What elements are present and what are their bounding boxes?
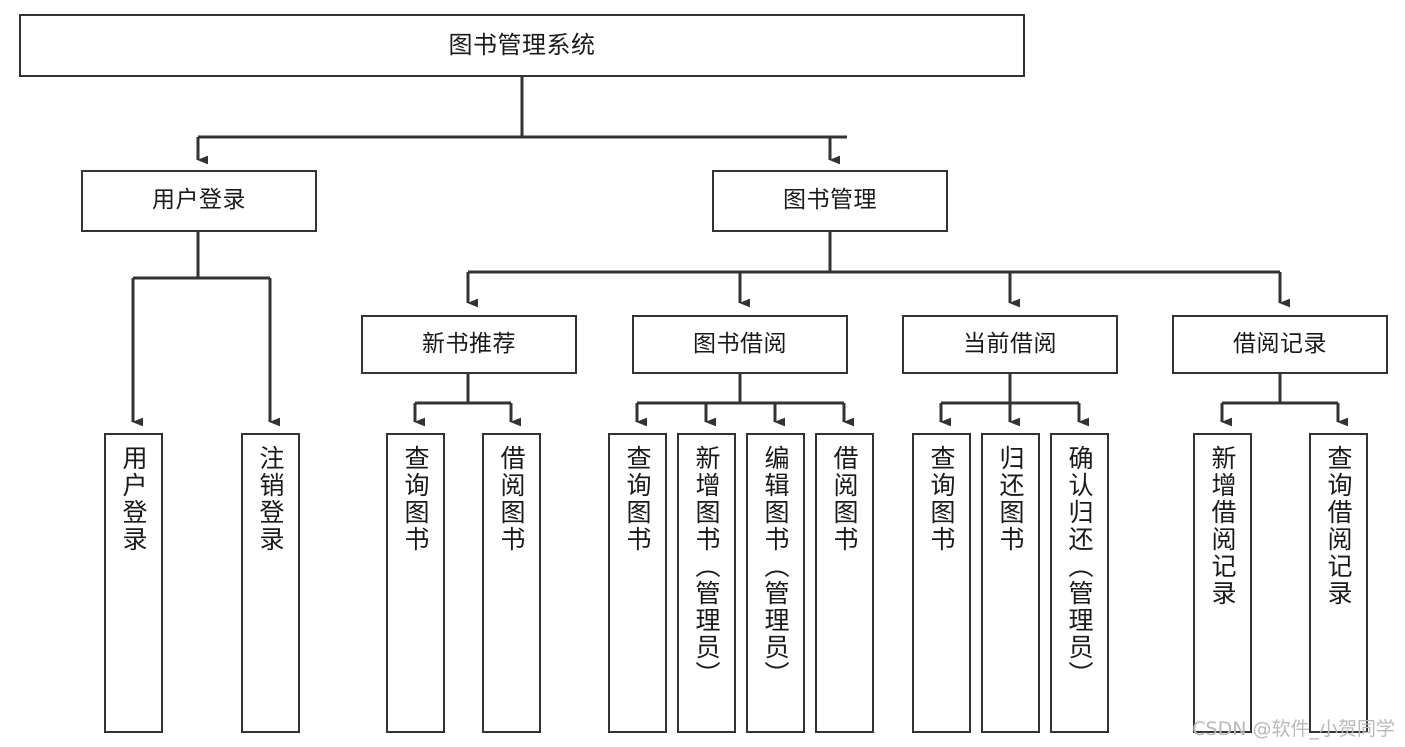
node-label: 借阅图书: [830, 445, 859, 553]
node-label: 用户登录: [152, 187, 246, 214]
node-leaf-return-book[interactable]: 归还图书: [981, 433, 1040, 733]
node-label: 确认归还（管理员）: [1065, 445, 1094, 688]
node-user-login[interactable]: 用户登录: [81, 170, 317, 232]
node-leaf-query-book-recommend[interactable]: 查询图书: [386, 433, 445, 733]
watermark-text: CSDN @软件_小贺同学: [1192, 718, 1395, 740]
node-leaf-query-book-current[interactable]: 查询图书: [912, 433, 971, 733]
node-leaf-confirm-return-admin[interactable]: 确认归还（管理员）: [1050, 433, 1109, 733]
node-leaf-add-borrow-record[interactable]: 新增借阅记录: [1193, 433, 1252, 733]
node-label: 图书借阅: [693, 330, 787, 357]
node-leaf-user-logout[interactable]: 注销登录: [241, 433, 300, 733]
node-leaf-query-borrow-record[interactable]: 查询借阅记录: [1309, 433, 1368, 733]
node-leaf-user-login[interactable]: 用户登录: [104, 433, 163, 733]
node-label: 借阅记录: [1233, 330, 1327, 357]
node-label: 查询图书: [401, 445, 430, 553]
node-book-manage[interactable]: 图书管理: [712, 170, 948, 232]
node-label: 归还图书: [996, 445, 1025, 553]
node-label: 当前借阅: [963, 330, 1057, 357]
node-label: 新增图书（管理员）: [692, 445, 721, 688]
node-book-borrow[interactable]: 图书借阅: [632, 315, 848, 374]
node-label: 借阅图书: [497, 445, 526, 553]
node-label: 查询图书: [927, 445, 956, 553]
node-leaf-add-book-admin[interactable]: 新增图书（管理员）: [677, 433, 736, 733]
node-leaf-edit-book-admin[interactable]: 编辑图书（管理员）: [746, 433, 805, 733]
node-current-borrow[interactable]: 当前借阅: [902, 315, 1118, 374]
node-label: 图书管理系统: [448, 31, 596, 60]
node-label: 新书推荐: [422, 330, 516, 357]
node-leaf-query-book-borrow[interactable]: 查询图书: [608, 433, 667, 733]
node-borrow-record[interactable]: 借阅记录: [1172, 315, 1388, 374]
node-label: 查询图书: [623, 445, 652, 553]
node-leaf-borrow-book-recommend[interactable]: 借阅图书: [482, 433, 541, 733]
node-label: 用户登录: [119, 445, 148, 553]
node-label: 注销登录: [256, 445, 285, 553]
node-label: 新增借阅记录: [1208, 445, 1237, 607]
node-label: 编辑图书（管理员）: [761, 445, 790, 688]
node-label: 图书管理: [783, 187, 877, 214]
node-label: 查询借阅记录: [1324, 445, 1353, 607]
node-root-book-management-system[interactable]: 图书管理系统: [19, 14, 1025, 77]
node-new-book-recommend[interactable]: 新书推荐: [361, 315, 577, 374]
node-leaf-borrow-book[interactable]: 借阅图书: [815, 433, 874, 733]
